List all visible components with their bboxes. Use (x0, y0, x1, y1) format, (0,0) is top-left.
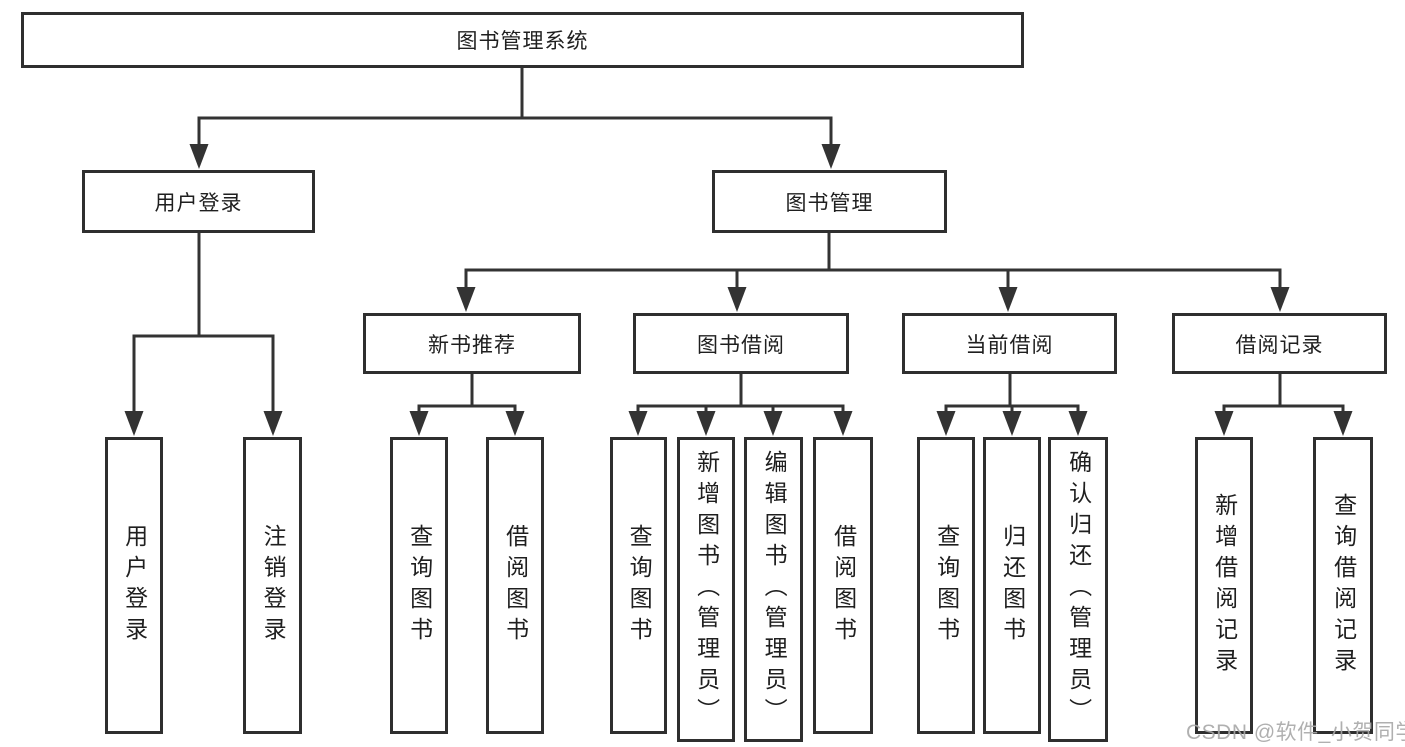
node-label: 新增借阅记录 (1211, 492, 1238, 679)
node-user-login-branch: 用户登录 (82, 170, 315, 233)
leaf-borrow-books: 借阅图书 (813, 437, 873, 734)
node-label: 图书管理系统 (456, 30, 589, 53)
node-label: 归还图书 (999, 523, 1026, 648)
node-label: 查询图书 (626, 523, 653, 648)
leaf-borrow-books: 借阅图书 (486, 437, 544, 734)
node-label: 图书管理 (785, 191, 874, 215)
leaf-query-borrow-record: 查询借阅记录 (1313, 437, 1373, 734)
csdn-watermark: CSDN @软件_小贺同学 (1186, 721, 1405, 744)
node-label: 注销登录 (260, 523, 287, 648)
leaf-query-books: 查询图书 (610, 437, 667, 734)
leaf-return-books: 归还图书 (983, 437, 1041, 734)
node-current-borrowing: 当前借阅 (902, 313, 1117, 374)
leaf-add-books-admin: 新增图书（管理员） (677, 437, 735, 742)
node-label: 借阅图书 (502, 523, 529, 648)
leaf-query-books: 查询图书 (390, 437, 448, 734)
node-label: 新书推荐 (428, 333, 516, 357)
arrow-heads (124, 144, 1353, 436)
node-label: 查询图书 (933, 523, 960, 648)
leaf-add-borrow-record: 新增借阅记录 (1195, 437, 1253, 734)
leaf-query-books: 查询图书 (917, 437, 975, 734)
node-book-borrowing: 图书借阅 (633, 313, 849, 374)
node-label: 图书借阅 (697, 333, 785, 357)
node-label: 查询图书 (406, 523, 433, 648)
leaf-logout: 注销登录 (243, 437, 302, 734)
node-new-book-recommend: 新书推荐 (363, 313, 581, 374)
node-label: 确认归还（管理员） (1065, 450, 1092, 729)
node-label: 借阅图书 (830, 523, 857, 648)
node-label: 编辑图书（管理员） (761, 450, 788, 729)
node-label: 用户登录 (154, 191, 243, 215)
leaf-confirm-return-admin: 确认归还（管理员） (1048, 437, 1108, 742)
node-label: 新增图书（管理员） (693, 450, 720, 729)
node-label: 查询借阅记录 (1330, 492, 1357, 679)
leaf-edit-books-admin: 编辑图书（管理员） (744, 437, 803, 742)
node-label: 借阅记录 (1235, 333, 1324, 357)
leaf-user-login: 用户登录 (105, 437, 163, 734)
node-borrowing-records: 借阅记录 (1172, 313, 1387, 374)
node-label: 用户登录 (121, 523, 148, 648)
node-book-management-branch: 图书管理 (712, 170, 947, 233)
connector-paths (132, 68, 1345, 414)
node-label: 当前借阅 (965, 333, 1054, 357)
node-system-root: 图书管理系统 (21, 12, 1024, 68)
